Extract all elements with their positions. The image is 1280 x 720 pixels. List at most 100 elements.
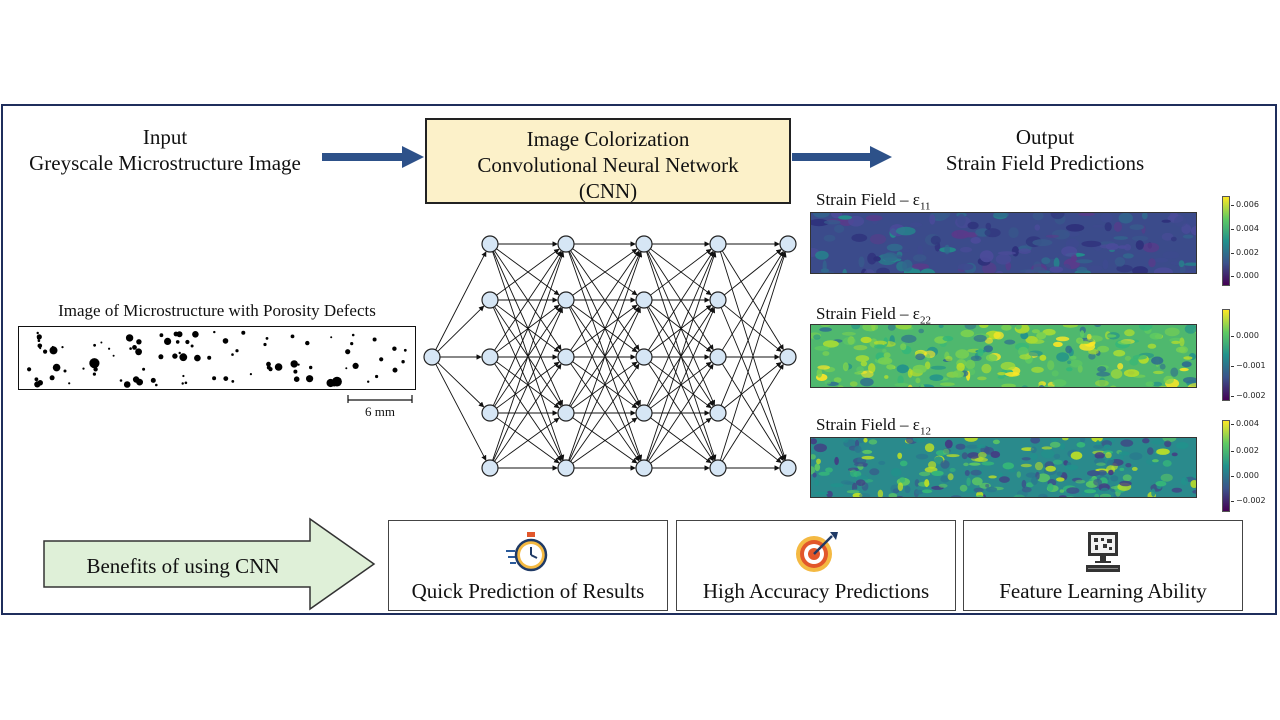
connection xyxy=(435,363,487,461)
pore xyxy=(173,331,179,337)
connection xyxy=(650,417,712,464)
connection xyxy=(496,248,560,296)
computer-icon xyxy=(1086,532,1120,572)
connection xyxy=(650,248,712,296)
microstructure-image xyxy=(18,326,416,390)
network-node xyxy=(481,404,499,422)
pore xyxy=(39,347,42,350)
pore xyxy=(125,334,134,342)
pore xyxy=(52,363,61,372)
connection xyxy=(721,250,784,351)
connection xyxy=(572,417,638,464)
pore xyxy=(181,382,184,385)
connection xyxy=(648,250,714,351)
pore xyxy=(190,344,194,348)
connection xyxy=(572,248,638,296)
pore xyxy=(222,338,229,344)
network-node xyxy=(779,235,797,253)
pore xyxy=(93,343,96,347)
pore xyxy=(290,360,298,368)
connection xyxy=(570,363,640,462)
connection xyxy=(494,363,562,462)
connection xyxy=(494,363,562,462)
pore xyxy=(123,381,131,388)
network-node xyxy=(557,404,575,422)
connection xyxy=(568,251,643,461)
pore xyxy=(403,348,407,352)
pore xyxy=(61,346,64,349)
pore xyxy=(293,376,300,382)
network-node xyxy=(709,291,727,309)
pore xyxy=(372,337,377,342)
pore xyxy=(352,362,359,369)
network-node xyxy=(557,235,575,253)
pore xyxy=(345,367,348,370)
pore xyxy=(213,330,216,334)
network-node xyxy=(635,459,653,477)
pore xyxy=(119,379,123,382)
output-heading-title: Output xyxy=(1015,125,1075,149)
connection xyxy=(720,251,786,406)
pore xyxy=(27,367,32,372)
pore xyxy=(305,340,310,346)
tick-label: 0.006 xyxy=(1231,200,1259,209)
connection xyxy=(496,248,560,296)
network-node xyxy=(709,459,727,477)
connection xyxy=(723,304,782,352)
pore xyxy=(136,339,142,345)
pore xyxy=(172,353,178,359)
pore xyxy=(351,333,355,337)
connection xyxy=(492,251,563,406)
microstructure-title: Image of Microstructure with Porosity De… xyxy=(58,301,376,320)
network-node xyxy=(481,235,499,253)
pore xyxy=(249,373,252,376)
pore xyxy=(36,334,42,340)
pore xyxy=(401,360,405,364)
connection xyxy=(650,304,712,353)
connection xyxy=(723,249,782,296)
network-node xyxy=(709,235,727,253)
pore xyxy=(231,353,234,356)
pore xyxy=(142,367,146,371)
scale-bar-label: 6 mm xyxy=(365,404,395,419)
pore xyxy=(392,346,397,351)
pore xyxy=(89,358,100,369)
pore xyxy=(159,333,164,338)
connection xyxy=(572,304,638,353)
tick-label: 0.000 xyxy=(1231,271,1259,280)
tick-label: 0.000 xyxy=(1231,471,1259,480)
connection xyxy=(437,305,485,352)
connection xyxy=(719,251,787,461)
pore xyxy=(129,347,132,350)
connection xyxy=(435,251,487,351)
pore xyxy=(43,349,48,354)
pore xyxy=(135,348,142,356)
colorbar-22 xyxy=(1222,309,1230,401)
pore xyxy=(265,337,269,340)
connection xyxy=(648,363,714,462)
network-node xyxy=(635,291,653,309)
colorbar-11 xyxy=(1222,196,1230,286)
pore xyxy=(179,353,188,362)
pore xyxy=(297,363,300,366)
strain-field-11-title: Strain Field – ε11 xyxy=(816,190,931,213)
pore xyxy=(51,345,54,348)
target-icon xyxy=(796,532,838,572)
benefit-feature-learning: Feature Learning Ability xyxy=(963,520,1243,611)
pore xyxy=(82,367,85,370)
strain-field-12-title: Strain Field – ε12 xyxy=(816,415,931,438)
connection xyxy=(646,307,716,461)
pore xyxy=(350,342,354,346)
stopwatch-icon xyxy=(506,532,548,572)
input-heading: Input Greyscale Microstructure Image xyxy=(10,124,320,176)
pore xyxy=(164,337,172,345)
tick-label: 0.000 xyxy=(1231,331,1259,340)
connection xyxy=(568,307,641,461)
output-heading-subtitle: Strain Field Predictions xyxy=(945,151,1145,175)
network-node xyxy=(557,348,575,366)
pore xyxy=(92,372,96,376)
connection xyxy=(496,417,560,464)
neural-network xyxy=(423,235,797,477)
benefit-label: High Accuracy Predictions xyxy=(702,579,930,603)
pore xyxy=(326,378,335,388)
